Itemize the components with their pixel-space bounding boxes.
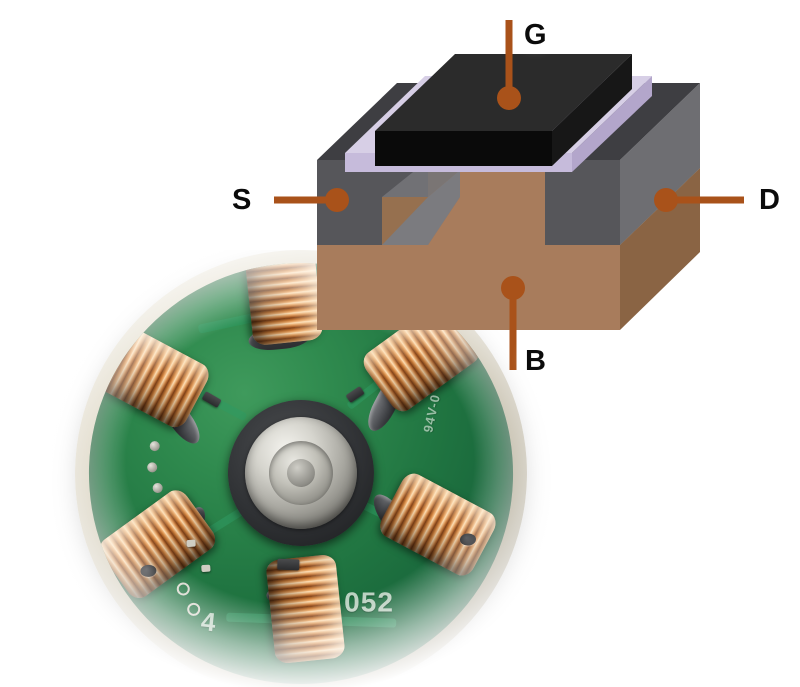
hub-bearing	[241, 413, 361, 534]
source-lead-dot	[325, 188, 349, 212]
mosfet-svg	[274, 20, 744, 370]
body-lead	[501, 276, 525, 370]
drain-well-front	[545, 160, 620, 245]
source-lead	[274, 188, 349, 212]
motor-hub	[223, 395, 379, 552]
gate-oxide-side	[572, 76, 652, 172]
terminal-label-body: B	[525, 345, 546, 377]
drain-lead	[654, 188, 744, 212]
smd-component	[186, 539, 196, 548]
terminal-label-drain: D	[759, 184, 780, 216]
drain-lead-dot	[654, 188, 678, 212]
stator-coil	[375, 468, 500, 580]
silkscreen-number-right: 052	[344, 586, 394, 618]
gate-metal-front	[375, 131, 552, 166]
substrate-side-face	[620, 168, 700, 330]
silkscreen-digit-left: 4	[199, 605, 218, 638]
gate-lead-dot	[497, 86, 521, 110]
hub-shaft	[286, 458, 316, 489]
smd-component	[200, 564, 211, 572]
hub-inner-ring	[266, 439, 336, 508]
terminal-label-source: S	[232, 184, 252, 216]
substrate-front-face	[317, 245, 620, 330]
gate-metal-side	[552, 54, 632, 166]
stator-coil	[95, 484, 221, 603]
terminal-label-gate: G	[524, 19, 547, 51]
smd-component	[277, 558, 300, 570]
drain-well-step	[545, 197, 572, 245]
mosfet-diagram: G S D B	[232, 0, 800, 390]
gate-lead	[497, 20, 521, 110]
smd-component	[201, 391, 222, 409]
source-well-front	[317, 160, 428, 245]
body-lead-dot	[501, 276, 525, 300]
stator-coil	[264, 553, 346, 665]
source-inner-wall	[382, 170, 460, 245]
drain-well-side	[620, 83, 700, 245]
stator-coil	[88, 320, 213, 432]
